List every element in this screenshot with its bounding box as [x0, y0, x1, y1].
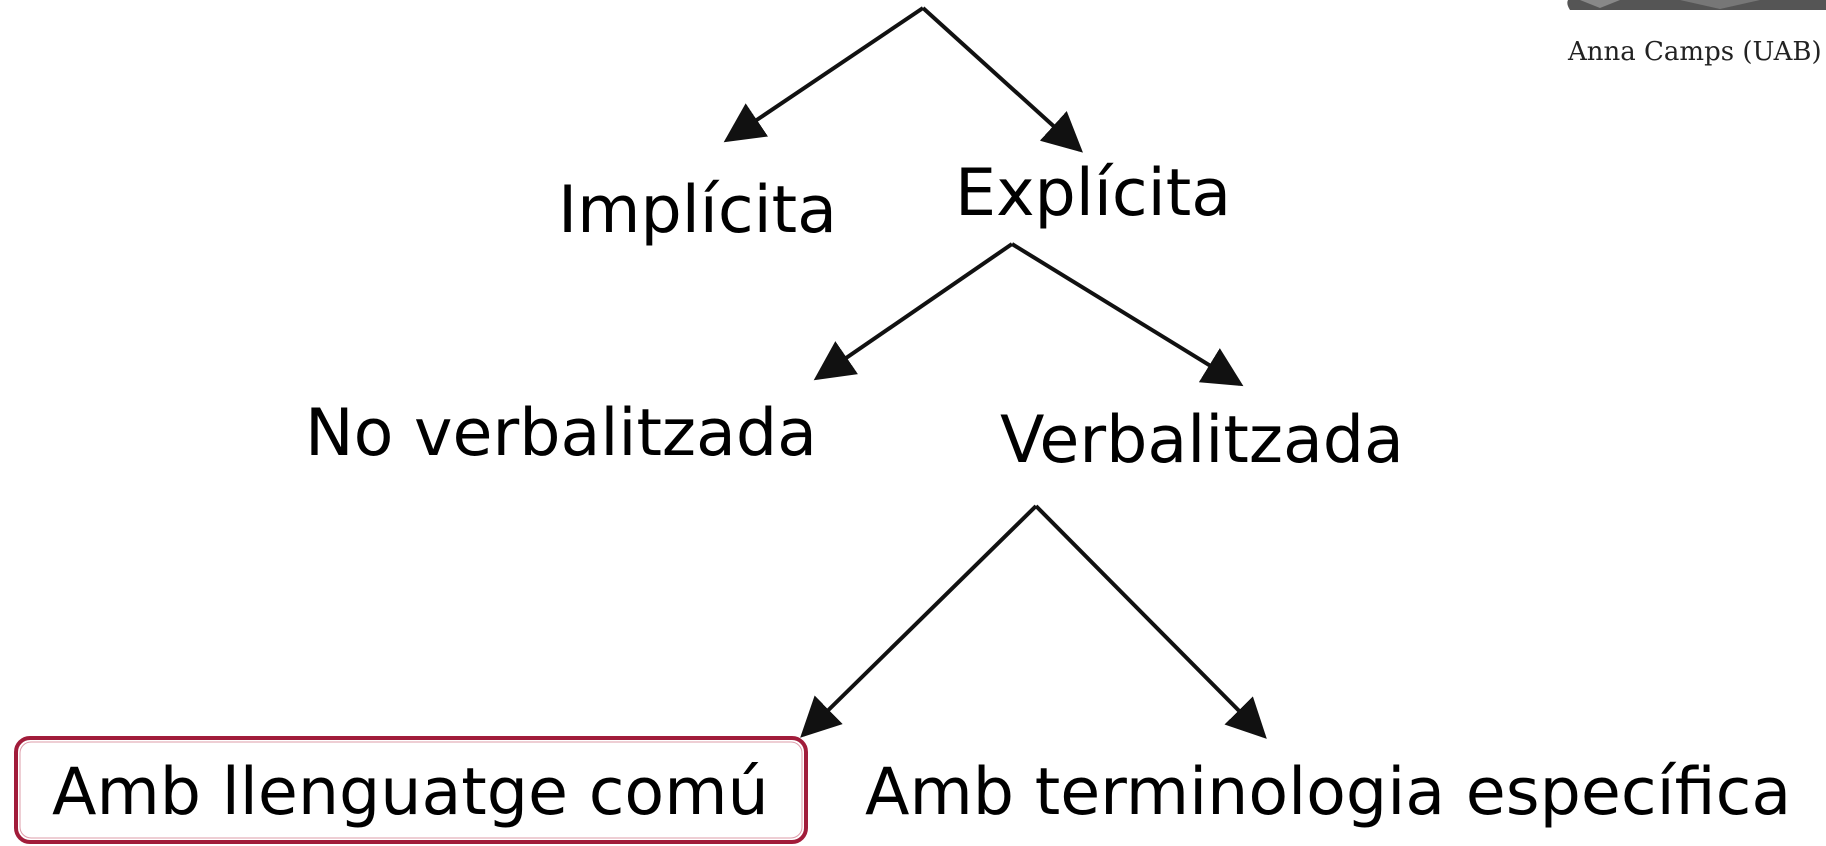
highlight-box-inner [19, 741, 803, 839]
arrow-root-to-explicita [921, 6, 1083, 153]
node-no-verbalitzada: No verbalitzada [305, 396, 817, 471]
author-credit: Anna Camps (UAB) [1567, 37, 1822, 67]
node-verbalitzada: Verbalitzada [1000, 403, 1404, 478]
node-terminologia: Amb terminologia específica [865, 755, 1791, 830]
arrow-verbalitzada-to-terminologia [1034, 504, 1267, 739]
arrow-root-to-implicita [723, 6, 925, 143]
arrow-verbalitzada-to-llenguatge-comu [800, 504, 1038, 738]
node-llenguatge-comu: Amb llenguatge comú [52, 755, 769, 830]
node-explicita: Explícita [955, 156, 1231, 231]
arrow-explicita-to-no-verbalitzada [813, 242, 1014, 381]
highlight-box [14, 736, 808, 844]
speaker-photo [1567, 0, 1826, 10]
node-implicita: Implícita [558, 173, 837, 248]
arrow-explicita-to-verbalitzada [1010, 242, 1244, 387]
